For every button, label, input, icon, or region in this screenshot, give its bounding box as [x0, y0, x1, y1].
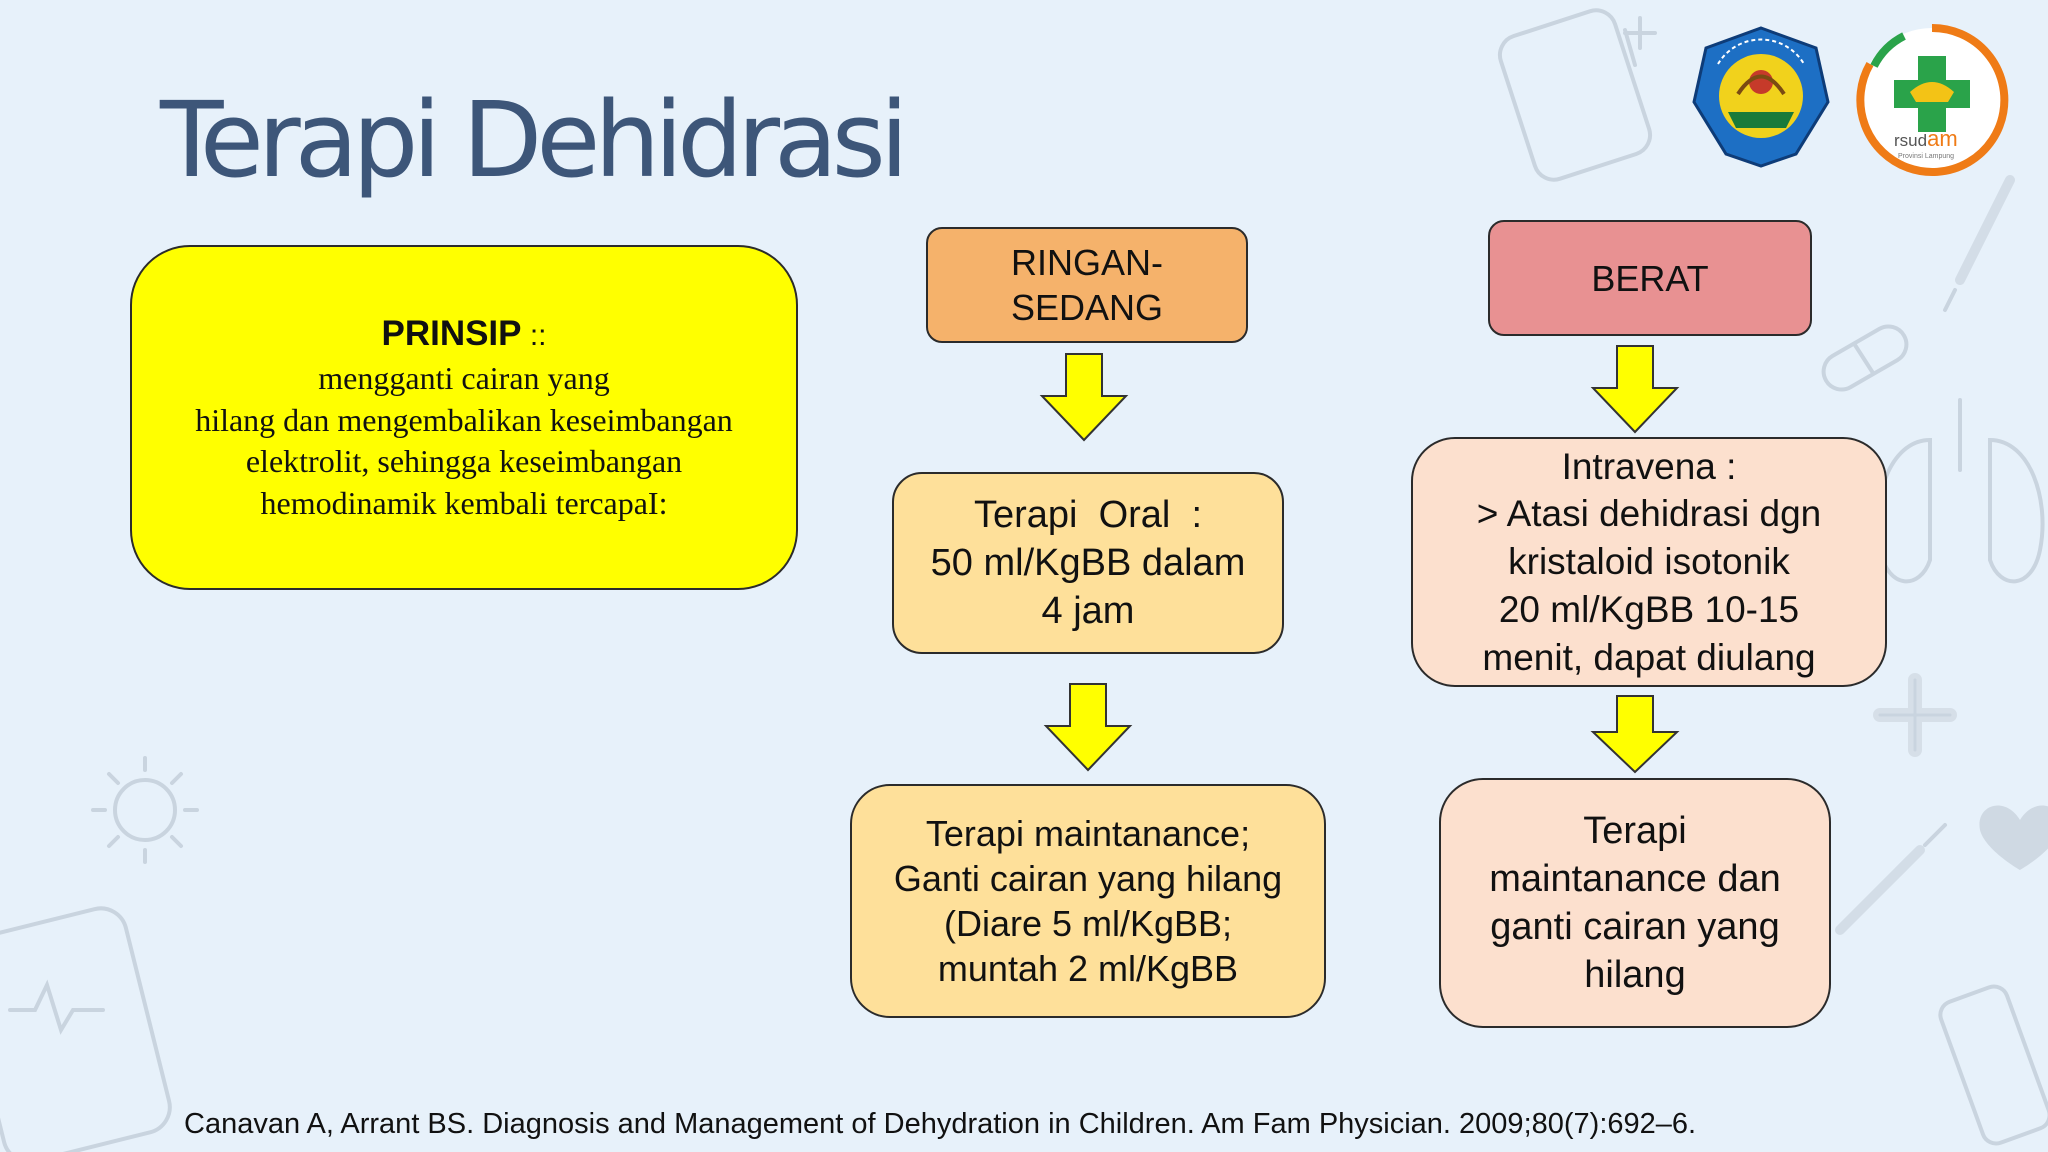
intravena-line: Intravena : — [1561, 445, 1737, 487]
bottle-doodle — [1938, 984, 2048, 1146]
rsud-logo-subtext: Provinsi Lampung — [1898, 153, 1954, 160]
terapi-maintanance-berat-box: Terapi maintanance dan ganti cairan yang… — [1439, 778, 1831, 1028]
capsule-doodle — [1821, 324, 1909, 392]
ringan-sedang-label: RINGAN- — [1011, 242, 1163, 283]
berat-label: BERAT — [1591, 257, 1709, 299]
maintanance-berat-line: Terapi — [1583, 809, 1687, 852]
rsud-logo: rsudam Provinsi Lampung — [1856, 23, 2009, 176]
citation: Canavan A, Arrant BS. Diagnosis and Mana… — [184, 1108, 1697, 1140]
university-logo — [1692, 26, 1830, 168]
lungs-doodle — [1875, 398, 2045, 584]
intravena-line: menit, dapat diulang — [1482, 636, 1816, 678]
rsud-logo-text: rsudam — [1894, 126, 1958, 151]
terapi-oral-line: Terapi Oral : — [973, 493, 1203, 536]
ringan-sedang-box: RINGAN- SEDANG — [926, 227, 1248, 343]
medicine-case-doodle — [1497, 8, 1653, 182]
virus-doodle — [91, 756, 199, 864]
intravena-line: 20 ml/KgBB 10-15 — [1498, 588, 1800, 630]
thermometer-doodle — [1943, 175, 2015, 312]
intravena-line: kristaloid isotonik — [1508, 541, 1790, 583]
arrow-down-icon — [1039, 353, 1129, 442]
berat-box: BERAT — [1488, 220, 1812, 336]
intravena-line: > Atasi dehidrasi dgn — [1476, 493, 1822, 535]
page-title: Terapi Dehidrasi — [160, 79, 909, 201]
terapi-maintanance-ringan-box: Terapi maintanance; Ganti cairan yang hi… — [850, 784, 1326, 1018]
heart-doodle — [1979, 805, 2048, 870]
prinsip-line: elektrolit, sehingga keseimbangan — [245, 443, 683, 480]
maintanance-berat-line: hilang — [1584, 954, 1686, 997]
heart-monitor-doodle — [0, 906, 172, 1152]
prinsip-line: mengganti cairan yang — [318, 360, 610, 397]
ringan-sedang-label: SEDANG — [1010, 287, 1164, 328]
terapi-oral-line: 50 ml/KgBB dalam — [930, 541, 1246, 584]
terapi-oral-line: 4 jam — [1041, 590, 1135, 633]
prinsip-box: PRINSIP :: mengganti cairan yang hilang … — [130, 245, 798, 590]
prinsip-line: hilang dan mengembalikan keseimbangan — [195, 401, 733, 438]
maintanance-berat-line: maintanance dan — [1489, 857, 1781, 900]
maintanance-ringan-line: Ganti cairan yang hilang — [893, 858, 1283, 899]
terapi-oral-box: Terapi Oral : 50 ml/KgBB dalam 4 jam — [892, 472, 1284, 654]
intravena-box: Intravena : > Atasi dehidrasi dgn krista… — [1411, 437, 1887, 687]
prinsip-heading: PRINSIP :: — [381, 313, 547, 353]
maintanance-berat-line: ganti cairan yang — [1490, 906, 1780, 948]
maintanance-ringan-line: muntah 2 ml/KgBB — [937, 948, 1239, 989]
arrow-down-icon — [1043, 683, 1133, 772]
arrow-down-icon — [1590, 695, 1680, 774]
syringe-doodle — [1835, 823, 1947, 935]
plus-doodle — [1623, 16, 1957, 757]
maintanance-ringan-line: (Diare 5 ml/KgBB; — [943, 903, 1233, 944]
arrow-down-icon — [1590, 345, 1680, 434]
prinsip-line: hemodinamik kembali tercapaI: — [260, 484, 668, 521]
maintanance-ringan-line: Terapi maintanance; — [925, 813, 1251, 854]
